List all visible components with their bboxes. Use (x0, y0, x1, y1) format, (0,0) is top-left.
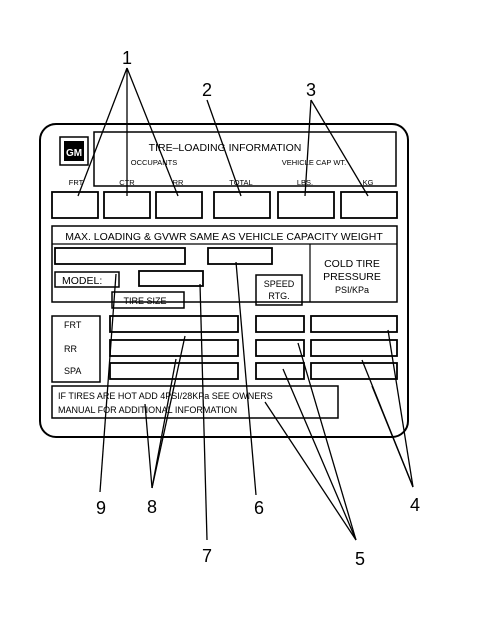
total-occupant-box (213, 191, 271, 219)
header-frame (93, 131, 397, 187)
frt-occupant-box (51, 191, 99, 219)
column-header-total: TOTAL (229, 178, 252, 187)
gm-logo-icon: GM (59, 136, 89, 166)
speed-rating-label-line2: RTG. (268, 291, 289, 301)
capacity-kg-box (340, 191, 398, 219)
callout-5: 5 (355, 549, 365, 569)
spa-pressure-box (310, 362, 398, 380)
occupants-heading: OCCUPANTS (131, 158, 178, 167)
footer-line1: IF TIRES ARE HOT ADD 4PSI/28KPa SEE OWNE… (58, 391, 273, 401)
column-header-lbs: LBS. (297, 178, 313, 187)
model-label: MODEL: (62, 275, 102, 287)
vehicle-cap-wt-heading: VEHICLE CAP WT. (282, 158, 346, 167)
frt-speed-box (255, 315, 305, 333)
spa-speed-box (255, 362, 305, 380)
row-label-rr: RR (64, 344, 77, 354)
rr-speed-box (255, 339, 305, 357)
row-label-frame (51, 315, 101, 383)
cold-tire-pressure-line2: PRESSURE (323, 271, 381, 283)
row-label-frt: FRT (64, 320, 82, 330)
footer-line2: MANUAL FOR ADDITIONAL INFORMATION (58, 405, 237, 415)
max-loading-text: MAX. LOADING & GVWR SAME AS VEHICLE CAPA… (65, 231, 383, 243)
svg-text:GM: GM (66, 148, 82, 159)
tire-info-box-middle (207, 247, 273, 265)
column-header-frt: FRT (69, 178, 84, 187)
callout-8: 8 (147, 497, 157, 517)
footer-frame (51, 385, 339, 419)
callout-2: 2 (202, 80, 212, 100)
capacity-lbs-box (277, 191, 335, 219)
speed-rating-label-line1: SPEED (264, 279, 295, 289)
label-plate (39, 123, 409, 438)
column-header-rr: RR (173, 178, 184, 187)
row-label-spa: SPA (64, 366, 81, 376)
frt-tire-size-box (109, 315, 239, 333)
callout-6: 6 (254, 498, 264, 518)
tire-size-code-box (138, 270, 204, 287)
tire-size-box (111, 291, 185, 309)
tire-size-label: TIRE SIZE (123, 296, 166, 306)
callout-1: 1 (122, 48, 132, 68)
callout-4: 4 (410, 495, 420, 515)
max-loading-frame (51, 225, 398, 303)
callout-3: 3 (306, 80, 316, 100)
leader-lines (77, 67, 414, 541)
rr-occupant-box (155, 191, 203, 219)
speed-rating-box (255, 274, 303, 306)
callout-9: 9 (96, 498, 106, 518)
column-header-kg: KG (363, 178, 374, 187)
spa-tire-size-box (109, 362, 239, 380)
model-box (54, 271, 120, 288)
label-title: TIRE–LOADING INFORMATION (149, 142, 302, 154)
callout-7: 7 (202, 546, 212, 566)
cold-tire-pressure-line1: COLD TIRE (324, 258, 380, 270)
tire-info-box-left (54, 247, 186, 265)
frt-pressure-box (310, 315, 398, 333)
cold-tire-pressure-line3: PSI/KPa (335, 285, 369, 295)
rr-pressure-box (310, 339, 398, 357)
